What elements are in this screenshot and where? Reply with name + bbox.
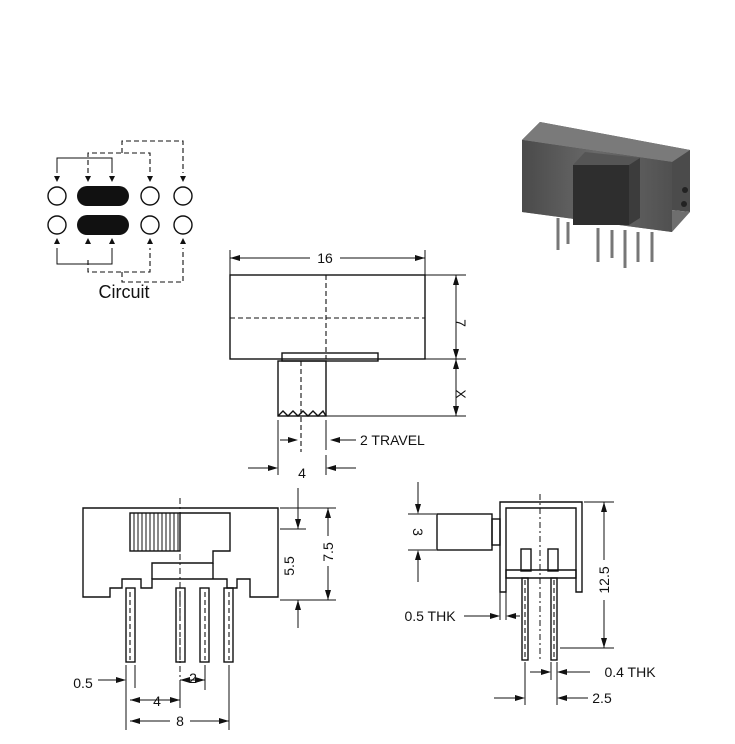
side-view: 3 12.5 0.5 THK 0.4 THK 2.5: [404, 482, 656, 706]
circuit-diagram: Circuit: [47, 140, 193, 302]
pins: [125, 587, 234, 663]
contact-circle: [47, 186, 67, 206]
dim-pitch: 2: [189, 670, 197, 686]
slider-contact: [77, 186, 129, 206]
dim-side-knob: 3: [410, 528, 426, 536]
slider-contact: [77, 215, 129, 235]
dim-side-height: 12.5: [596, 566, 612, 593]
dim-h1: 5.5: [281, 556, 297, 576]
dim-w2: 8: [176, 713, 184, 729]
top-view: 16 7 X 2 TRAVEL 4: [229, 250, 469, 481]
contact-circle: [173, 215, 193, 235]
contact-circle: [140, 186, 160, 206]
contact-circle: [140, 215, 160, 235]
product-photo: [522, 122, 690, 268]
dim-travel: 2 TRAVEL: [360, 432, 425, 448]
dim-pin-thk: 0.4 THK: [604, 664, 656, 680]
circuit-label: Circuit: [98, 282, 149, 302]
contact-circle: [47, 215, 67, 235]
dim-x: X: [453, 389, 469, 399]
dim-knob: 4: [298, 465, 306, 481]
dim-pin: 0.5: [73, 675, 93, 691]
dim-frame-thk: 0.5 THK: [404, 608, 456, 624]
dim-width: 16: [317, 250, 333, 266]
dim-h2: 7.5: [320, 542, 336, 562]
dim-w1: 4: [153, 693, 161, 709]
front-view: 5.5 7.5 0.5 2 4 8: [73, 488, 336, 730]
contact-circle: [173, 186, 193, 206]
dim-height: 7: [453, 319, 469, 327]
dim-side-pitch: 2.5: [592, 690, 612, 706]
